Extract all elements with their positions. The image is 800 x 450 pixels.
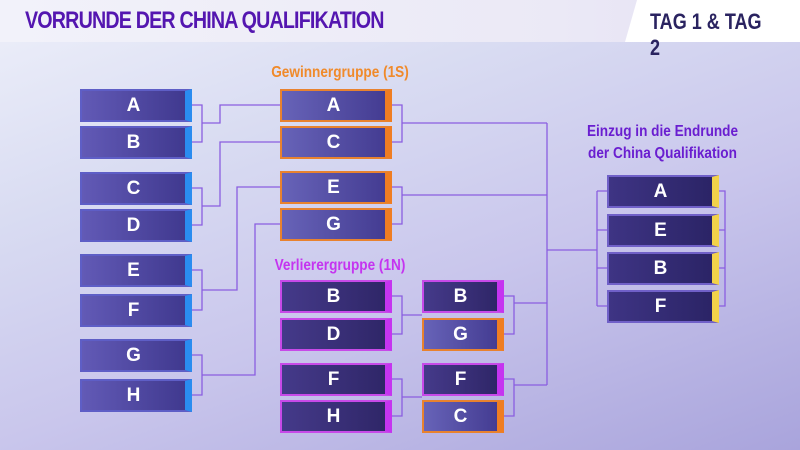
losers-slot: D — [280, 318, 392, 351]
winners-slot: A — [280, 89, 392, 122]
round1-slot: D — [80, 209, 192, 242]
losers-slot: H — [280, 400, 392, 433]
final-label: Einzug in die Endrunde der China Qualifi… — [575, 121, 749, 165]
final-slot: B — [607, 252, 719, 285]
winners-slot: C — [280, 126, 392, 159]
day-panel — [625, 0, 800, 42]
winners-slot: G — [280, 208, 392, 241]
round1-slot: A — [80, 89, 192, 122]
winners-group-label: Gewinnergruppe (1S) — [271, 64, 409, 81]
losers-round2-slot: C — [422, 400, 504, 433]
round1-slot: H — [80, 379, 192, 412]
round1-slot: F — [80, 294, 192, 327]
day-label: TAG 1 & TAG 2 — [650, 9, 762, 60]
final-slot: A — [607, 175, 719, 208]
losers-round2-slot: B — [422, 280, 504, 313]
final-label-line1: Einzug in die Endrunde — [586, 123, 739, 140]
final-label-line2: der China Qualifikation — [588, 145, 737, 162]
losers-round2-slot: G — [422, 318, 504, 351]
round1-slot: C — [80, 172, 192, 205]
page-title: VORRUNDE DER CHINA QUALIFIKATION — [25, 7, 384, 34]
losers-round2-slot: F — [422, 363, 504, 396]
losers-group-label: Verlierergruppe (1N) — [274, 257, 406, 274]
final-slot: F — [607, 290, 719, 323]
round1-slot: G — [80, 339, 192, 372]
losers-slot: B — [280, 280, 392, 313]
round1-slot: E — [80, 254, 192, 287]
final-slot: E — [607, 214, 719, 247]
losers-slot: F — [280, 363, 392, 396]
round1-slot: B — [80, 126, 192, 159]
winners-slot: E — [280, 171, 392, 204]
